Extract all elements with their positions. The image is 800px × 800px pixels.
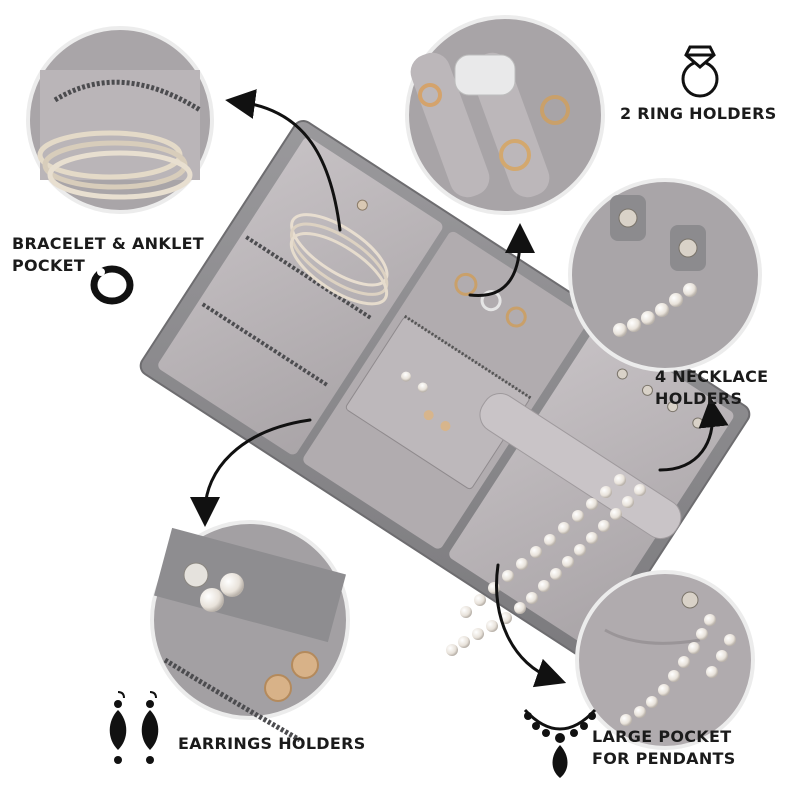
bracelet-pocket-label: BRACELET & ANKLET POCKET	[12, 233, 204, 277]
callout-arrows	[190, 89, 729, 688]
necklace-holders-closeup	[568, 178, 762, 372]
bangle-bracelet-icon	[90, 265, 134, 305]
arrow-necklace	[658, 397, 729, 472]
earrings-holders-label: EARRINGS HOLDERS	[178, 733, 366, 755]
arrow-pendants	[495, 563, 567, 688]
earrings-text: EARRINGS HOLDERS	[178, 734, 366, 753]
arrow-rings	[468, 223, 535, 298]
arrow-earrings	[190, 418, 312, 527]
necklace-line1: 4 NECKLACE	[655, 367, 769, 386]
arrow-bracelet	[225, 89, 342, 232]
pendants-line1: LARGE POCKET	[592, 727, 732, 746]
bracelet-pocket-closeup	[26, 26, 214, 214]
pendant-pocket-label: LARGE POCKET FOR PENDANTS	[592, 726, 736, 770]
bracelet-line1: BRACELET & ANKLET	[12, 234, 205, 253]
ring-holders-closeup	[405, 15, 605, 215]
ring-holders-text: 2 RING HOLDERS	[620, 104, 777, 123]
earring-holders-closeup	[150, 520, 350, 743]
pearl-necklace	[446, 474, 646, 656]
ring-holders-label: 2 RING HOLDERS	[620, 103, 777, 125]
drop-earrings-icon	[109, 691, 159, 764]
necklace-line2: HOLDERS	[655, 389, 743, 408]
pendants-line2: FOR PENDANTS	[592, 749, 736, 768]
pendant-pocket-closeup	[575, 570, 755, 750]
necklace-holders-label: 4 NECKLACE HOLDERS	[655, 366, 768, 410]
jewelry-roll-case	[139, 119, 751, 661]
bracelet-line2: POCKET	[12, 256, 86, 275]
diamond-ring-icon	[681, 45, 719, 98]
pendant-necklace-icon	[523, 708, 597, 778]
